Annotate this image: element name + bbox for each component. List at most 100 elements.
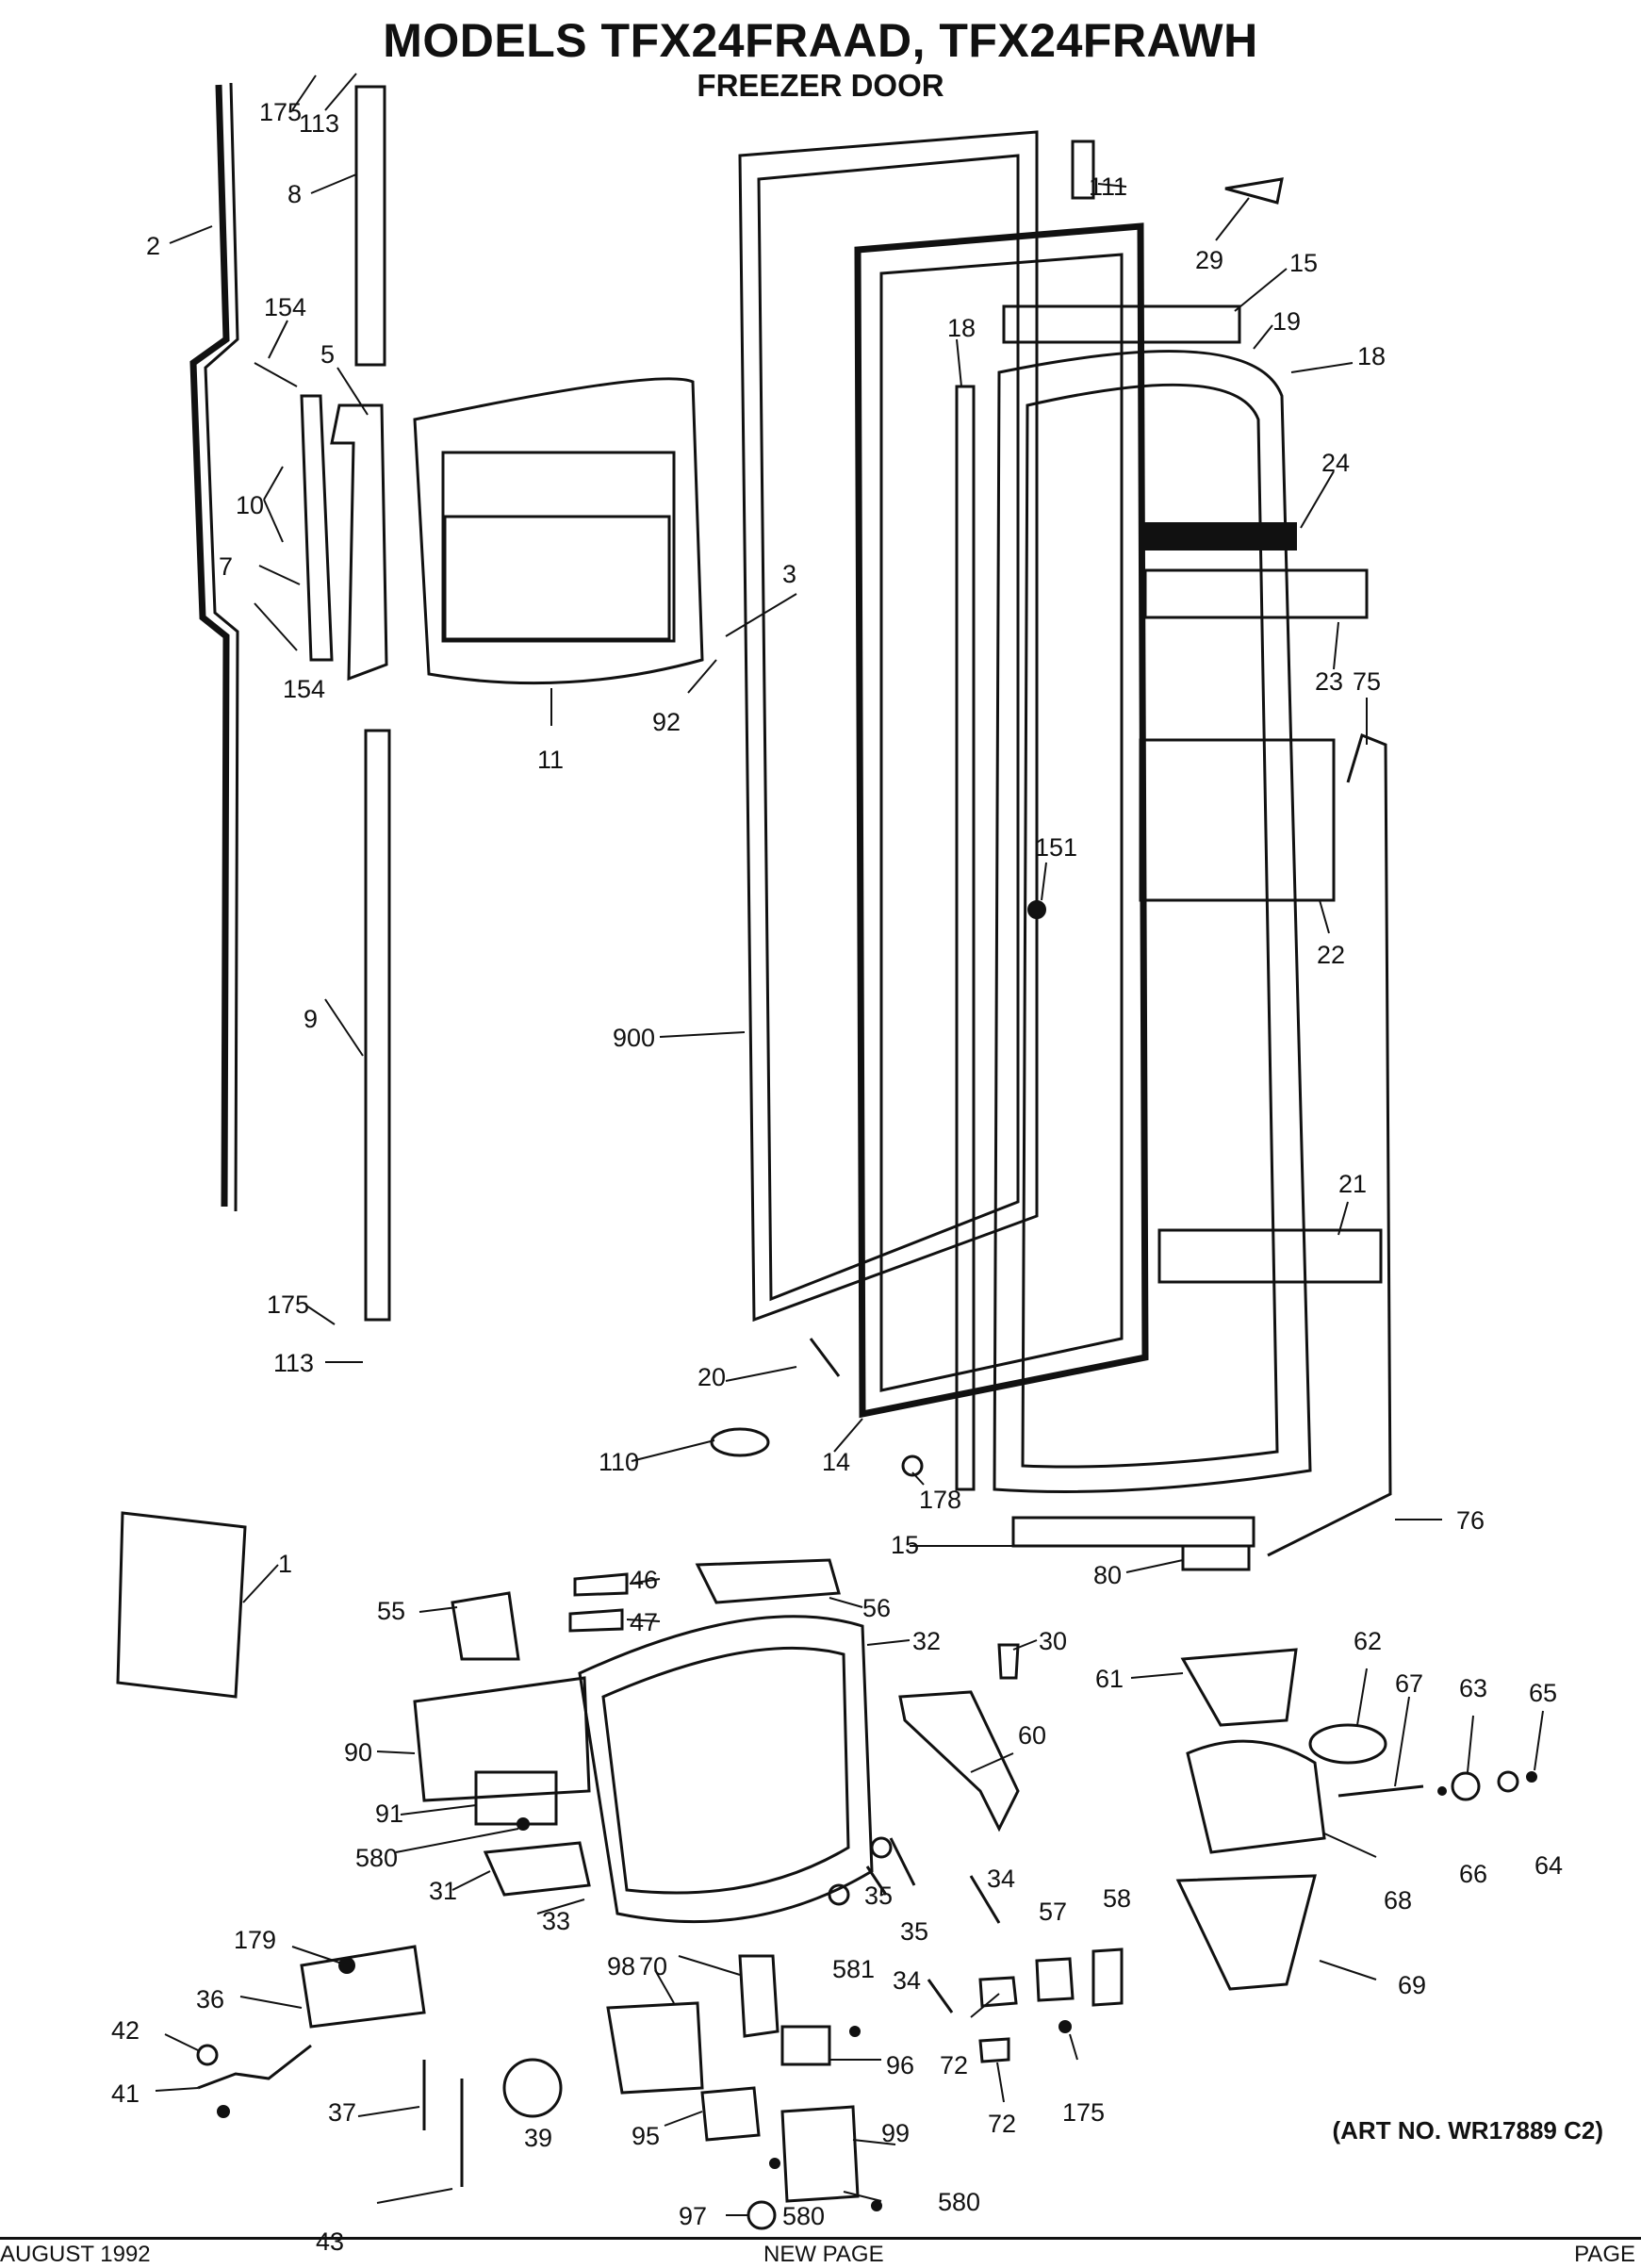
callout-label: 10 — [236, 491, 264, 519]
callout-label: 76 — [1456, 1506, 1485, 1535]
callout-label: 65 — [1529, 1679, 1557, 1707]
bracket-47 — [568, 1608, 624, 1633]
callout-label: 15 — [1289, 249, 1318, 277]
callout-label: 175 — [1062, 2098, 1105, 2127]
callout-label: 39 — [524, 2124, 552, 2152]
footer-page: PAGE — [1574, 2242, 1635, 2267]
callout-label: 31 — [429, 1877, 457, 1905]
footer: AUGUST 1992 NEW PAGE PAGE — [0, 2237, 1641, 2267]
hinge-pin-20 — [809, 1338, 841, 1377]
callout-label: 90 — [344, 1738, 372, 1767]
callout-label: 33 — [542, 1907, 570, 1935]
rod-67 — [1337, 1784, 1424, 1798]
callout-label: 900 — [613, 1024, 655, 1052]
door-wire — [1267, 732, 1392, 1557]
bracket-46 — [573, 1572, 629, 1597]
callout-label: 72 — [988, 2110, 1016, 2138]
callout-label: 21 — [1338, 1170, 1367, 1198]
callout-label: 35 — [864, 1882, 893, 1910]
bracket-36 — [300, 1945, 426, 2029]
callout-label: 67 — [1395, 1669, 1423, 1698]
outer-door-panel — [738, 130, 1039, 1323]
callout-label: 32 — [912, 1627, 941, 1655]
callout-label: 46 — [630, 1566, 658, 1594]
dispenser-cover — [413, 377, 704, 685]
screw-151 — [1027, 900, 1046, 919]
bracket-60 — [898, 1690, 1020, 1832]
door-liner — [993, 350, 1312, 1493]
switch-56 — [695, 1558, 841, 1604]
callout-label: 7 — [219, 552, 233, 581]
callout-label: 61 — [1095, 1665, 1124, 1693]
callout-label: 110 — [599, 1448, 639, 1476]
callout-label: 2 — [146, 232, 160, 260]
cap-110 — [710, 1427, 770, 1457]
callout-label: 175 — [267, 1290, 309, 1319]
callout-label: 154 — [283, 675, 325, 703]
callout-label: 43 — [316, 2227, 344, 2256]
callout-label: 68 — [1384, 1886, 1412, 1915]
actuator-55 — [451, 1591, 520, 1661]
callout-label: 111 — [1089, 173, 1127, 201]
callout-label: 57 — [1039, 1898, 1067, 1926]
callout-label: 37 — [328, 2098, 356, 2127]
relay-95 — [700, 2086, 761, 2142]
flapper-62 — [1308, 1723, 1387, 1765]
chute-body-68 — [1186, 1739, 1326, 1854]
shelf-21 — [1157, 1228, 1383, 1284]
breaker-strip — [955, 385, 976, 1491]
art-number: (ART NO. WR17889 C2) — [1332, 2116, 1604, 2145]
switch-72b — [978, 2037, 1010, 2063]
clip-30 — [997, 1643, 1020, 1680]
callout-label: 91 — [375, 1800, 403, 1828]
bracket-70 — [738, 1954, 779, 2038]
callout-label: 5 — [320, 340, 335, 369]
callout-label: 98 — [607, 1952, 635, 1980]
screw-65 — [1526, 1771, 1537, 1783]
footer-center: NEW PAGE — [763, 2242, 884, 2267]
dispenser-window — [1139, 738, 1336, 902]
callout-label: 64 — [1534, 1851, 1563, 1880]
clip-42 — [196, 2044, 219, 2066]
callout-label: 1 — [278, 1550, 292, 1578]
trim-strip-top — [354, 85, 386, 367]
motor-39 — [502, 2058, 563, 2118]
callout-label: 70 — [639, 1952, 667, 1980]
callout-label: 99 — [881, 2119, 910, 2147]
callout-label: 69 — [1398, 1971, 1426, 1999]
manual — [116, 1511, 247, 1699]
lamp-97 — [747, 2200, 777, 2230]
door-handle — [330, 403, 388, 682]
callout-label: 9 — [304, 1005, 318, 1033]
callout-label: 581 — [832, 1955, 875, 1983]
callout-label: 22 — [1317, 941, 1345, 969]
callout-label: 580 — [782, 2202, 825, 2230]
callout-label: 47 — [630, 1608, 658, 1636]
callout-label: 60 — [1018, 1721, 1046, 1750]
callout-label: 580 — [938, 2188, 980, 2216]
chute-61 — [1180, 1648, 1298, 1727]
lever-41 — [197, 2044, 312, 2090]
callout-label: 113 — [299, 109, 339, 138]
shelf-24 — [1144, 522, 1297, 551]
callout-label: 42 — [111, 2016, 139, 2045]
door-gasket-strip — [189, 84, 230, 1208]
callout-label: 154 — [264, 293, 306, 321]
callout-label: 175 — [259, 98, 302, 126]
page-subtitle: FREEZER DOOR — [697, 68, 944, 103]
part-29 — [1224, 177, 1284, 205]
bracket-91 — [474, 1770, 558, 1826]
door-gasket-frame — [854, 222, 1149, 1419]
callout-label: 92 — [652, 708, 681, 736]
callout-label: 41 — [111, 2079, 139, 2108]
switch-72a — [978, 1976, 1018, 2008]
panel-90 — [413, 1676, 591, 1802]
switch-57 — [1035, 1957, 1075, 2002]
callout-label: 95 — [632, 2122, 660, 2150]
callout-label: 3 — [782, 560, 796, 588]
callout-label: 35 — [900, 1917, 928, 1946]
callout-label: 19 — [1272, 307, 1301, 336]
callout-label: 179 — [234, 1926, 276, 1954]
